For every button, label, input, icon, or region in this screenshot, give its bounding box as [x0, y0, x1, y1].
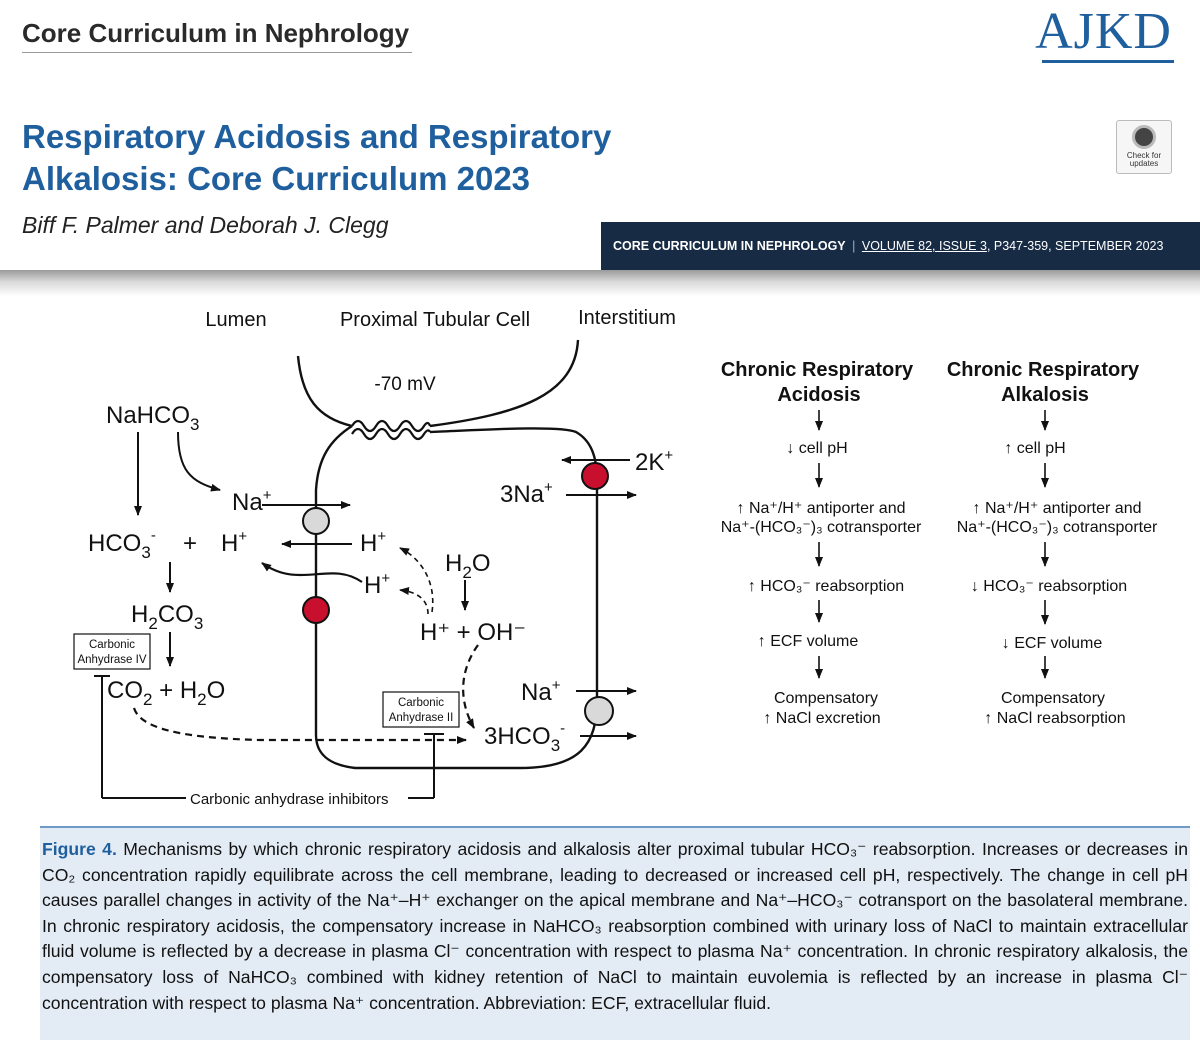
- citation-bar: CORE CURRICULUM IN NEPHROLOGY | VOLUME 8…: [601, 222, 1200, 270]
- carbonic-anhydrase-iv-box: [73, 633, 151, 670]
- h2co3-label: H2CO3: [131, 601, 203, 633]
- alkalosis-step-3: ↓ HCO₃⁻ reabsorption: [971, 578, 1127, 595]
- citation-section[interactable]: CORE CURRICULUM IN NEPHROLOGY: [613, 239, 846, 253]
- check-updates-line-2: updates: [1129, 159, 1159, 168]
- figure-caption-text: Mechanisms by which chronic respiratory …: [42, 839, 1188, 1013]
- na-hco3-cotransporter: [584, 696, 614, 726]
- article-authors[interactable]: Biff F. Palmer and Deborah J. Clegg: [22, 212, 389, 238]
- voltage-label: -70 mV: [374, 374, 436, 395]
- alkalosis-step-5a: Compensatory: [1001, 690, 1105, 707]
- co2-h2o-label: CO2 + H2O: [107, 677, 225, 709]
- acidosis-heading-2: Acidosis: [777, 384, 860, 406]
- ca-iv-line-1: Carbonic: [89, 639, 135, 651]
- ca-ii-line-2: Anhydrase II: [389, 712, 454, 724]
- header-shadow: [0, 270, 1200, 296]
- 2k-label: 2K+: [635, 447, 673, 476]
- acidosis-cascade: Chronic Respiratory Acidosis ↓ cell pH ↑…: [721, 359, 922, 727]
- hco3-lumen-label: HCO3-: [88, 527, 156, 562]
- h-pump-arrow: [261, 562, 363, 583]
- series-rule: [22, 52, 412, 53]
- acidosis-step-2a: ↑ Na⁺/H⁺ antiporter and: [737, 500, 906, 517]
- logo-underline: [1042, 60, 1174, 63]
- inhibitors-label: Carbonic anhydrase inhibitors: [190, 791, 388, 808]
- h-oh-label: H⁺ + OH⁻: [420, 619, 526, 646]
- journal-logo[interactable]: AJKD: [1035, 3, 1172, 60]
- h-lumen-label: H+: [221, 528, 247, 557]
- alkalosis-step-5b: ↑ NaCl reabsorption: [984, 710, 1125, 727]
- interstitium-label: Interstitium: [578, 307, 676, 329]
- na-k-atpase-pump: [581, 462, 609, 490]
- ca-iv-line-2: Anhydrase IV: [77, 654, 146, 666]
- alkalosis-step-2a: ↑ Na⁺/H⁺ antiporter and: [973, 500, 1142, 517]
- citation-volume-link[interactable]: VOLUME 82, ISSUE 3: [861, 239, 987, 253]
- series-title: Core Curriculum in Nephrology: [22, 18, 410, 48]
- co2-diffusion-arrow: [132, 707, 467, 744]
- oh-to-hco3-arrow: [462, 644, 479, 729]
- 3na-label: 3Na+: [500, 479, 553, 508]
- article-header: Core Curriculum in Nephrology AJKD Respi…: [0, 0, 1200, 275]
- h-cell-lower: H+: [364, 570, 390, 599]
- acidosis-step-5a: Compensatory: [774, 690, 878, 707]
- alkalosis-step-1: ↑ cell pH: [1004, 440, 1065, 457]
- figure-caption: Figure 4. Mechanisms by which chronic re…: [40, 826, 1190, 1040]
- h2o-cell-label: H2O: [445, 550, 490, 582]
- check-for-updates-button[interactable]: Check for updates: [1116, 120, 1172, 174]
- plus-sign-lumen: +: [183, 530, 197, 557]
- acidosis-step-2b: Na⁺-(HCO₃⁻)₃ cotransporter: [721, 519, 922, 536]
- check-updates-line-1: Check for: [1126, 151, 1162, 160]
- lumen-label: Lumen: [205, 309, 266, 331]
- na-h-antiporter: [302, 507, 330, 535]
- acidosis-step-4: ↑ ECF volume: [758, 633, 859, 650]
- h-cell-upper: H+: [360, 528, 386, 557]
- alkalosis-step-2b: Na⁺-(HCO₃⁻)₃ cotransporter: [957, 519, 1158, 536]
- acidosis-step-1: ↓ cell pH: [786, 440, 847, 457]
- alkalosis-heading-1: Chronic Respiratory: [947, 359, 1140, 381]
- h-atpase-pump: [302, 596, 330, 624]
- na-lumen-label: Na+: [232, 487, 272, 516]
- acidosis-step-5b: ↑ NaCl excretion: [763, 710, 880, 727]
- citation-separator: |: [852, 239, 856, 253]
- title-line-1: Respiratory Acidosis and Respiratory: [22, 118, 612, 155]
- alkalosis-heading-2: Alkalosis: [1001, 384, 1089, 406]
- ca-ii-line-1: Carbonic: [398, 697, 444, 709]
- check-updates-label: Check for updates: [1117, 152, 1171, 168]
- check-updates-icon: [1132, 125, 1156, 149]
- article-title: Respiratory Acidosis and Respiratory Alk…: [22, 116, 722, 200]
- nahco3-label: NaHCO3: [106, 402, 199, 434]
- carbonic-anhydrase-ii-box: [382, 691, 460, 728]
- inhibitor-bracket: [94, 675, 444, 799]
- title-line-2: Alkalosis: Core Curriculum 2023: [22, 160, 531, 197]
- cell-membrane: [296, 339, 599, 770]
- h-dashed-arrow-2: [399, 587, 429, 615]
- 3hco3-label: 3HCO3-: [484, 720, 565, 755]
- acidosis-heading-1: Chronic Respiratory: [721, 359, 914, 381]
- figure-diagram: Lumen Proximal Tubular Cell Interstitium…: [73, 307, 1158, 808]
- figure-caption-label[interactable]: Figure 4.: [42, 839, 117, 859]
- cell-label: Proximal Tubular Cell: [340, 309, 530, 331]
- nahco3-to-na-arrow: [177, 431, 221, 492]
- citation-pages: , P347-359, SEPTEMBER 2023: [986, 239, 1164, 253]
- acidosis-step-3: ↑ HCO₃⁻ reabsorption: [748, 578, 904, 595]
- h-dashed-arrow-1: [399, 547, 434, 613]
- alkalosis-cascade: Chronic Respiratory Alkalosis ↑ cell pH …: [947, 359, 1158, 727]
- na-basolateral-label: Na+: [521, 677, 561, 706]
- alkalosis-step-4: ↓ ECF volume: [1002, 635, 1103, 652]
